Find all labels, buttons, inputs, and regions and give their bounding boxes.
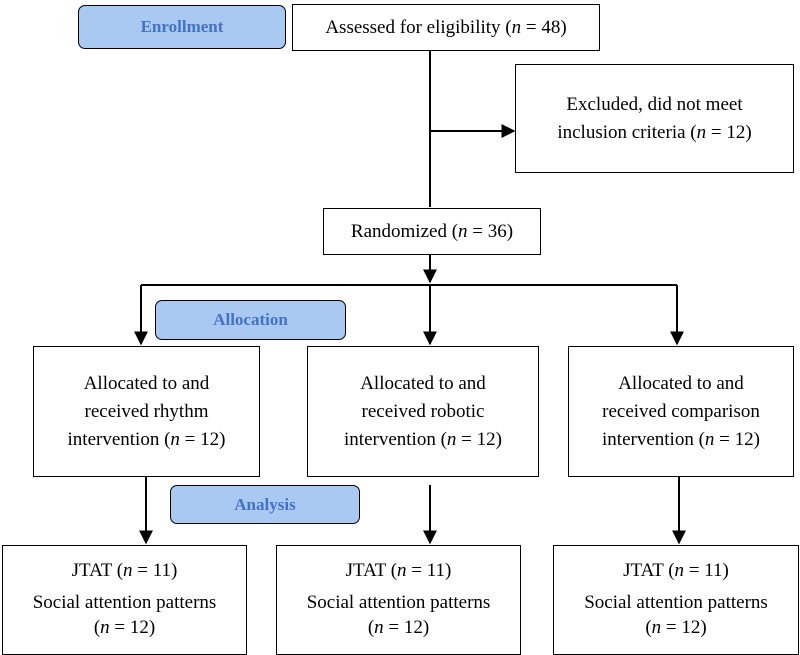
social-attention-count: (n = 12) xyxy=(93,617,156,638)
jtat-count: JTAT (n = 11) xyxy=(345,560,452,581)
jtat-count: JTAT (n = 11) xyxy=(623,560,729,581)
allocation-box-comparison: Allocated to and received comparison int… xyxy=(568,346,794,477)
analysis-box-rhythm: JTAT (n = 11) Social attention patterns … xyxy=(2,545,247,655)
social-attention-label: Social attention patterns xyxy=(584,592,768,613)
randomized-box: Randomized (n = 36) xyxy=(323,208,541,255)
phase-label-enrollment: Enrollment xyxy=(78,5,286,49)
social-attention-count: (n = 12) xyxy=(645,617,707,638)
analysis-box-robotic: JTAT (n = 11) Social attention patterns … xyxy=(276,545,521,655)
social-attention-count: (n = 12) xyxy=(367,617,430,638)
assessed-text: Assessed for eligibility (n = 48) xyxy=(325,16,567,38)
phase-label-allocation-text: Allocation xyxy=(213,310,288,329)
excluded-box: Excluded, did not meet inclusion criteri… xyxy=(515,64,794,173)
assessed-box: Assessed for eligibility (n = 48) xyxy=(292,4,600,51)
analysis-box-comparison: JTAT (n = 11) Social attention patterns … xyxy=(553,545,799,655)
phase-label-analysis: Analysis xyxy=(170,485,360,524)
excluded-line1: Excluded, did not meet xyxy=(566,93,743,115)
allocation-box-robotic: Allocated to and received robotic interv… xyxy=(307,346,539,477)
jtat-count: JTAT (n = 11) xyxy=(71,560,178,581)
phase-label-enrollment-text: Enrollment xyxy=(140,17,224,36)
phase-label-allocation: Allocation xyxy=(155,300,346,340)
excluded-line2: inclusion criteria (n = 12) xyxy=(557,121,752,143)
randomized-text: Randomized (n = 36) xyxy=(350,220,514,242)
social-attention-label: Social attention patterns xyxy=(32,592,217,613)
phase-label-analysis-text: Analysis xyxy=(234,494,296,514)
allocation-box-rhythm: Allocated to and received rhythm interve… xyxy=(33,346,260,477)
social-attention-label: Social attention patterns xyxy=(306,592,491,613)
